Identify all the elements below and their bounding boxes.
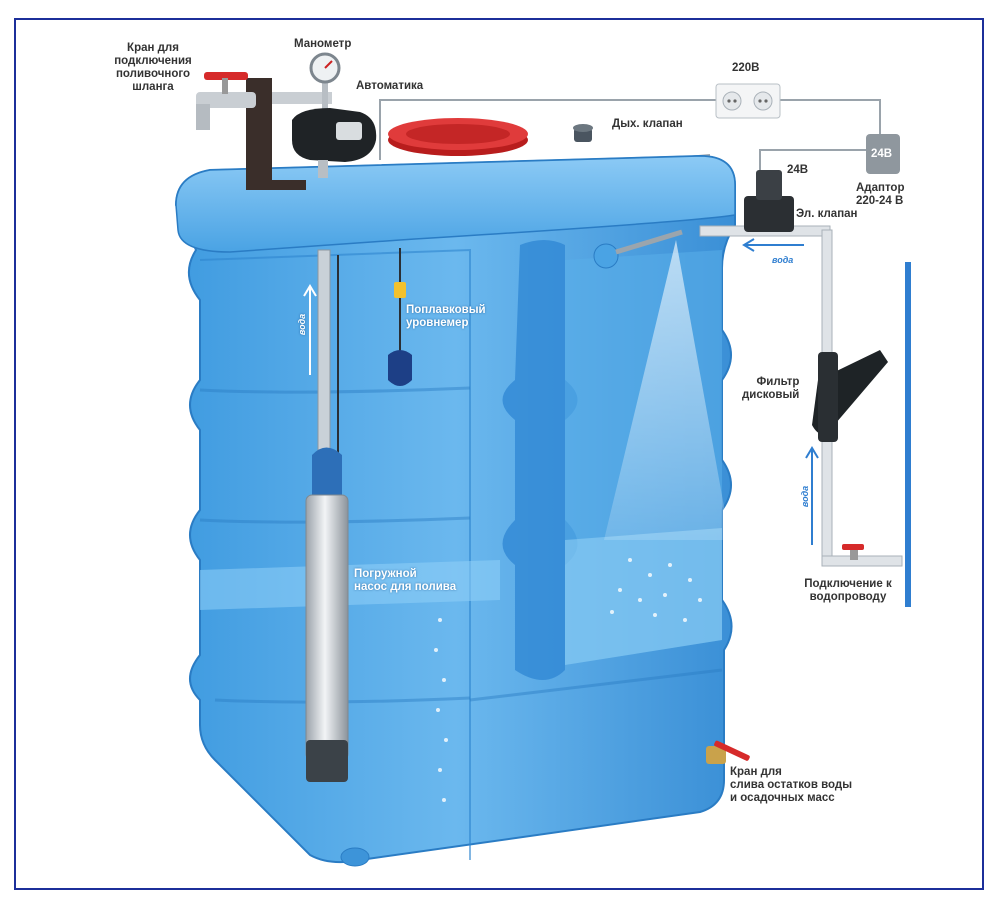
label-breather-valve: Дых. клапан [612,118,683,131]
label-automation: Автоматика [356,80,423,93]
label-float-sensor: Поплавковый уровнемер [406,304,486,330]
inlet-plumbing [700,170,911,764]
label-solenoid-valve: Эл. клапан [796,208,857,221]
label-water-flow-2: вода [772,254,793,267]
label-submersible-pump: Погружной насос для полива [354,568,456,594]
filler-cap [388,118,528,156]
label-water-flow-3: вода [799,486,812,507]
label-water-flow-1: вода [296,314,309,335]
label-24v-adapter: 24В [871,148,892,161]
label-adapter: Адаптор 220-24 В [856,182,904,208]
label-drain-tap: Кран для слива остатков воды и осадочных… [730,766,852,805]
label-hose-tap: Кран для подключения поливочного шланга [108,42,198,94]
breather-valve [573,124,593,142]
label-mains-connection: Подключение к водопроводу [788,578,908,604]
label-manometer: Манометр [294,38,351,51]
power-outlet-icon [716,84,780,118]
label-24v-solenoid: 24В [787,164,808,177]
label-220v: 220В [732,62,760,75]
label-disc-filter: Фильтр дисковый [742,376,799,402]
